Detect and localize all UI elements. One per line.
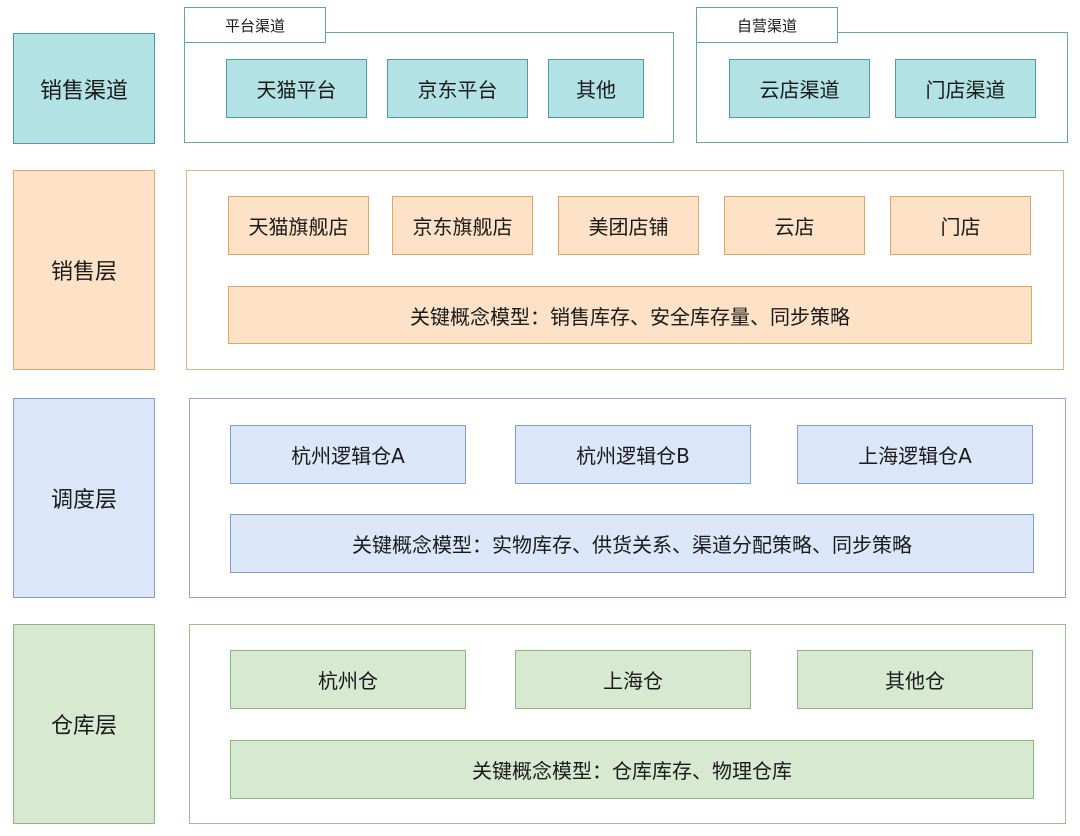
sales-item-physical-store: 门店: [890, 196, 1031, 255]
warehouse-item-hangzhou: 杭州仓: [230, 650, 466, 709]
warehouse-concept-model: 关键概念模型：仓库库存、物理仓库: [230, 740, 1034, 799]
dispatch-item-hangzhou-logical-b: 杭州逻辑仓B: [515, 425, 751, 484]
sales-item-label: 天猫旗舰店: [248, 215, 349, 239]
warehouse-item-shanghai: 上海仓: [515, 650, 751, 709]
channel-item-label: 门店渠道: [925, 78, 1006, 102]
dispatch-item-hangzhou-logical-a: 杭州逻辑仓A: [230, 425, 466, 484]
sales-item-cloud-store: 云店: [724, 196, 865, 255]
channel-item-tmall-platform: 天猫平台: [226, 59, 367, 118]
layer-label-sales: 销售层: [13, 170, 155, 370]
sales-item-tmall-flagship: 天猫旗舰店: [228, 196, 369, 255]
layer-label-text: 仓库层: [50, 714, 117, 739]
sales-concept-model: 关键概念模型：销售库存、安全库存量、同步策略: [228, 286, 1032, 344]
layer-label-sales-channel: 销售渠道: [13, 33, 155, 144]
layer-label-dispatch: 调度层: [13, 398, 155, 598]
self-channel-group-title: 自营渠道: [696, 7, 838, 43]
sales-item-label: 门店: [940, 215, 981, 239]
channel-item-label: 天猫平台: [256, 78, 337, 102]
sales-item-label: 美团店铺: [588, 215, 669, 239]
group-title-text: 自营渠道: [736, 16, 797, 35]
layer-label-text: 销售渠道: [39, 78, 128, 104]
channel-item-jd-platform: 京东平台: [387, 59, 528, 118]
warehouse-item-label: 其他仓: [885, 669, 945, 693]
dispatch-item-label: 杭州逻辑仓B: [576, 444, 690, 468]
sales-item-label: 云店: [774, 215, 815, 239]
channel-item-label: 京东平台: [417, 78, 498, 102]
concept-model-text: 关键概念模型：仓库库存、物理仓库: [472, 759, 792, 783]
sales-item-jd-flagship: 京东旗舰店: [392, 196, 533, 255]
sales-item-label: 京东旗舰店: [412, 215, 513, 239]
channel-item-label: 云店渠道: [759, 78, 840, 102]
concept-model-text: 关键概念模型：销售库存、安全库存量、同步策略: [410, 304, 850, 329]
group-title-text: 平台渠道: [224, 16, 285, 35]
warehouse-item-label: 杭州仓: [318, 669, 378, 693]
dispatch-item-label: 上海逻辑仓A: [858, 444, 972, 468]
concept-model-text: 关键概念模型：实物库存、供货关系、渠道分配策略、同步策略: [352, 533, 912, 557]
channel-item-cloud-store: 云店渠道: [729, 59, 870, 118]
sales-item-meituan-store: 美团店铺: [558, 196, 699, 255]
channel-item-physical-store: 门店渠道: [895, 59, 1036, 118]
layer-label-text: 销售层: [50, 260, 117, 285]
layer-label-text: 调度层: [50, 488, 117, 513]
platform-channel-group-title: 平台渠道: [184, 7, 326, 43]
warehouse-item-label: 上海仓: [603, 669, 663, 693]
channel-item-other: 其他: [548, 59, 644, 118]
channel-item-label: 其他: [576, 78, 616, 102]
dispatch-item-shanghai-logical-a: 上海逻辑仓A: [797, 425, 1033, 484]
layer-label-warehouse: 仓库层: [13, 624, 155, 824]
dispatch-item-label: 杭州逻辑仓A: [291, 444, 405, 468]
dispatch-concept-model: 关键概念模型：实物库存、供货关系、渠道分配策略、同步策略: [230, 514, 1034, 573]
warehouse-item-other: 其他仓: [797, 650, 1033, 709]
